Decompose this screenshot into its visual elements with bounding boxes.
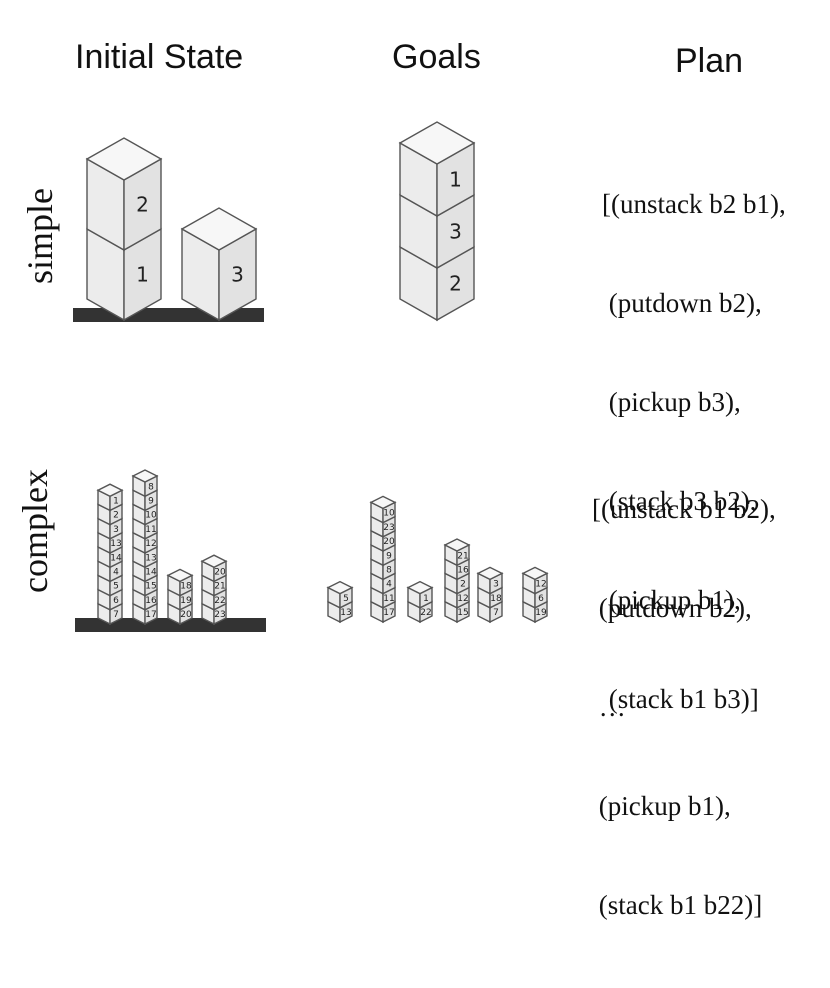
block-label: 20 [180,610,192,620]
block-label: 10 [145,511,157,521]
block-label: 4 [113,567,119,577]
complex-goal-state: 13 5 17 11 4 8 9 20 23 10 22 1 15 12 2 16 21 7 18 3 19 6 12 [326,495,549,624]
block-label: 18 [490,594,502,604]
block: 1 [96,483,124,512]
block: 13 [97,531,123,555]
block-label: 7 [113,610,119,620]
block: 1 [86,227,162,322]
simple-goal-state: 2 3 1 [398,121,476,322]
block-label: 9 [148,496,154,506]
block-label: 1 [449,168,462,192]
block-label: 23 [383,523,394,533]
block: 3 [476,566,504,595]
plan-line: [(unstack b2 b1), [602,189,786,219]
block-label: 14 [145,567,157,577]
block-label: 8 [148,482,154,492]
block-label: 15 [145,582,156,592]
block-label: 22 [214,596,225,606]
plan-line: (pickup b1), [602,585,741,615]
block-label: 2 [449,272,462,296]
complex-initial-state: 7654141332117161514131211109820191823222… [96,469,228,626]
block-label: 1 [423,594,429,604]
block: 12 [444,586,470,609]
block-label: 12 [457,594,468,604]
plan-line: … [592,692,626,722]
block-label: 6 [113,596,119,606]
block-label: 8 [386,565,392,575]
header-plan: Plan [675,42,744,80]
block-label: 19 [535,608,547,618]
header-goals: Goals [392,38,481,76]
block-label: 3 [113,525,119,535]
plan-line: (pickup b3), [602,387,741,417]
block-label: 11 [383,594,394,604]
block-label: 13 [110,539,121,549]
block-label: 22 [420,608,431,618]
block-label: 16 [457,565,469,575]
block-label: 17 [145,610,156,620]
plan-line: (stack b3 b2), [602,486,757,516]
block: 2 [85,137,163,252]
plan-line: (pickup b1), [592,791,731,821]
block-label: 2 [460,580,466,590]
block-label: 3 [493,580,499,590]
block-label: 13 [340,608,351,618]
block: 1 [398,121,476,218]
block-label: 15 [457,608,468,618]
block-label: 3 [231,263,244,287]
block: 12 [521,566,549,595]
block-label: 6 [538,594,544,604]
block-label: 4 [386,580,392,590]
block: 18 [166,568,194,597]
block: 5 [326,580,354,609]
block-label: 18 [180,582,192,592]
header-initial-state: Initial State [75,38,244,76]
block-label: 3 [449,220,462,244]
block: 20 [200,554,228,583]
block-label: 20 [383,537,395,547]
block: 21 [443,538,471,567]
block-label: 16 [145,596,157,606]
block-label: 12 [145,539,156,549]
block-label: 12 [535,580,546,590]
plan-line: (putdown b2), [592,593,752,623]
block-label: 1 [113,496,119,506]
block-label: 13 [145,553,156,563]
figure: Initial State Goals Plan simple complex … [15,38,786,920]
plan-line: (putdown b2), [602,288,762,318]
block-label: 9 [386,551,392,561]
block-label: 5 [343,594,349,604]
block-label: 19 [180,596,192,606]
simple-initial-state: 1 2 3 [85,137,258,322]
block-label: 2 [113,511,119,521]
block: 8 [131,469,159,498]
block-label: 2 [136,193,149,217]
block-label: 23 [214,610,225,620]
block-label: 17 [383,608,394,618]
block: 2 [399,245,475,322]
block-label: 7 [493,608,499,618]
plan-complex: [(unstack b1 b2), (putdown b2), … (picku… [592,427,776,988]
blocks-diagram: 123 231 76541413321171615141312111098201… [73,121,549,632]
block-label: 14 [110,553,122,563]
block: 1 [406,580,434,609]
block-label: 1 [136,263,149,287]
block-label: 21 [457,551,468,561]
block-label: 10 [383,509,395,519]
block: 3 [180,207,258,322]
block: 10 [369,495,397,524]
block: 3 [399,193,475,270]
plan-line: [(unstack b1 b2), [592,494,776,524]
plan-line: (stack b1 b22)] [592,890,763,920]
block-label: 21 [214,582,225,592]
block-label: 11 [145,525,156,535]
block-label: 5 [113,582,119,592]
block-label: 20 [214,567,226,577]
